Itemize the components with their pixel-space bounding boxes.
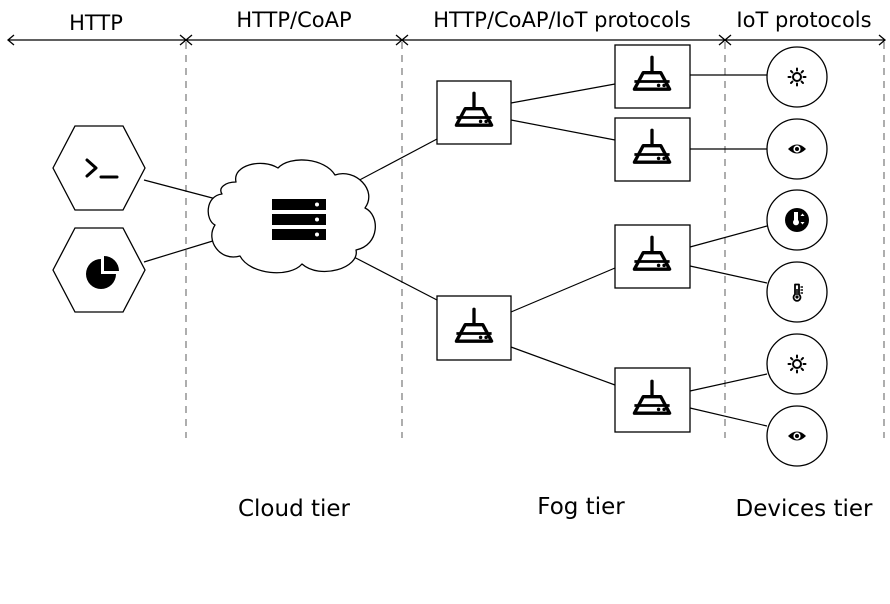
device-thermostat (766, 189, 828, 251)
edge-router-3 (614, 224, 691, 289)
tier-label-cloud: Cloud tier (238, 496, 351, 522)
tier-separators (185, 42, 885, 438)
tier-label-devices: Devices tier (736, 496, 874, 522)
device-light-sensor-2 (766, 333, 828, 395)
protocol-range-arrows (6, 34, 887, 46)
edge-router-1 (614, 44, 691, 109)
protocol-label-http: HTTP (69, 11, 123, 35)
protocol-label-http-coap-iot: HTTP/CoAP/IoT protocols (433, 8, 691, 32)
terminal-icon (85, 158, 119, 179)
fog-gateway-1 (436, 80, 512, 145)
client-analytics (52, 227, 146, 313)
protocol-label-iot: IoT protocols (736, 8, 871, 32)
pie-chart-icon (86, 256, 119, 289)
connection-lines (143, 74, 768, 427)
protocol-label-http-coap: HTTP/CoAP (236, 8, 351, 32)
device-camera-2 (766, 405, 828, 467)
tier-label-fog: Fog tier (537, 494, 625, 520)
device-light-sensor-1 (766, 46, 828, 108)
edge-router-2 (614, 117, 691, 182)
cloud-node (207, 159, 376, 274)
thermostat-icon (785, 208, 809, 232)
fog-gateway-2 (436, 295, 512, 361)
server-stack-icon (272, 199, 326, 240)
client-terminal (52, 125, 146, 211)
edge-router-4 (614, 367, 691, 433)
device-camera-1 (766, 118, 828, 180)
device-thermometer (766, 261, 828, 323)
